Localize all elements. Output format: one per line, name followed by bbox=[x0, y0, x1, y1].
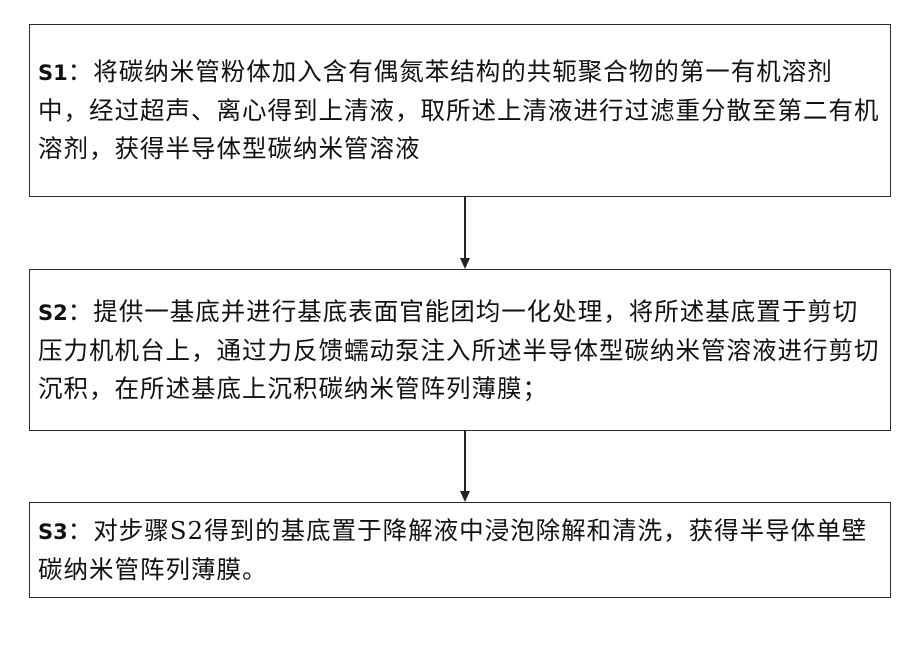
arrow-head-down-icon bbox=[460, 491, 470, 502]
step-text-s1: S1：将碳纳米管粉体加入含有偶氮苯结构的共轭聚合物的第一有机溶剂中，经过超声、离… bbox=[38, 53, 880, 168]
step-label-s2: S2 bbox=[38, 301, 68, 325]
arrow-head-down-icon bbox=[460, 258, 470, 269]
step-description-s3: ：对步骤S2得到的基底置于降解液中浸泡除解和清洗，获得半导体单壁碳纳米管阵列薄膜… bbox=[38, 516, 867, 584]
step-text-s3: S3：对步骤S2得到的基底置于降解液中浸泡除解和清洗，获得半导体单壁碳纳米管阵列… bbox=[38, 512, 880, 589]
step-box-s3: S3：对步骤S2得到的基底置于降解液中浸泡除解和清洗，获得半导体单壁碳纳米管阵列… bbox=[29, 502, 891, 598]
step-description-s2: ：提供一基底并进行基底表面官能团均一化处理，将所述基底置于剪切压力机机台上，通过… bbox=[38, 297, 880, 403]
step-box-s1: S1：将碳纳米管粉体加入含有偶氮苯结构的共轭聚合物的第一有机溶剂中，经过超声、离… bbox=[29, 24, 891, 197]
step-label-s3: S3 bbox=[38, 520, 68, 544]
arrow-s1-to-s2 bbox=[460, 197, 470, 269]
step-text-s2: S2：提供一基底并进行基底表面官能团均一化处理，将所述基底置于剪切压力机机台上，… bbox=[38, 293, 880, 408]
arrow-shaft bbox=[464, 431, 466, 491]
step-label-s1: S1 bbox=[38, 61, 68, 85]
step-description-s1: ：将碳纳米管粉体加入含有偶氮苯结构的共轭聚合物的第一有机溶剂中，经过超声、离心得… bbox=[38, 57, 880, 163]
arrow-s2-to-s3 bbox=[460, 431, 470, 502]
arrow-shaft bbox=[464, 197, 466, 258]
step-box-s2: S2：提供一基底并进行基底表面官能团均一化处理，将所述基底置于剪切压力机机台上，… bbox=[29, 269, 891, 431]
